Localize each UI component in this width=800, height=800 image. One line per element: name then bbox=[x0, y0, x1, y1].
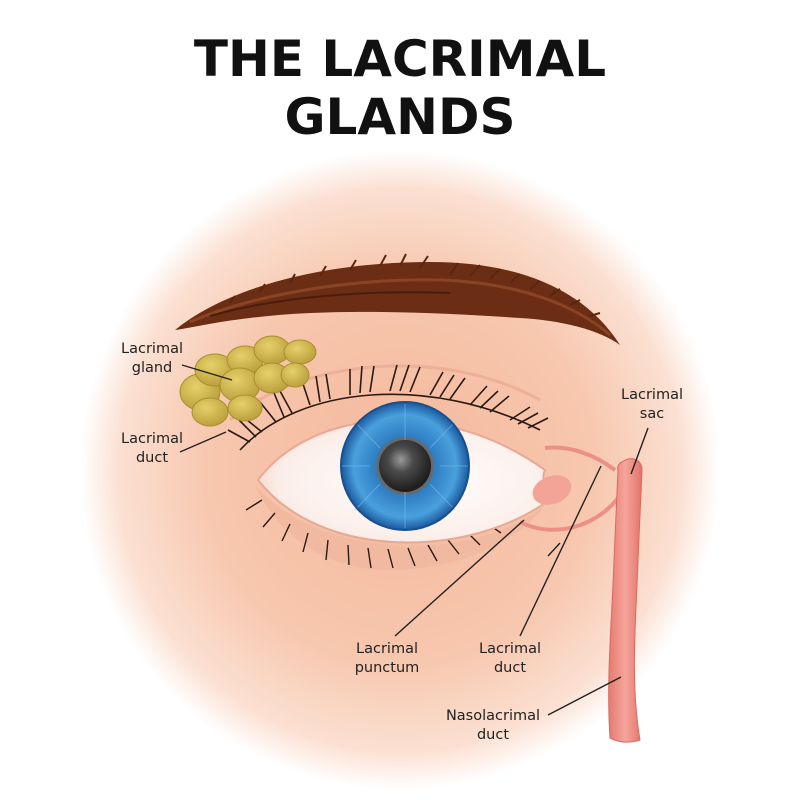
leader-nasolacrimal-duct bbox=[547, 676, 622, 716]
leader-lacrimal-duct-lower-a bbox=[519, 465, 602, 637]
upper-eyelashes bbox=[227, 364, 549, 451]
pupil bbox=[379, 440, 431, 492]
title-line-2: GLANDS bbox=[284, 88, 516, 146]
eyebrow bbox=[175, 253, 620, 345]
label-lacrimal-duct-lower: Lacrimal duct bbox=[479, 641, 541, 676]
label-lacrimal-punctum: Lacrimal punctum bbox=[354, 641, 420, 676]
upper-canaliculus bbox=[544, 445, 617, 472]
label-nasolacrimal-duct: Nasolacrimal duct bbox=[445, 708, 541, 743]
lacrimal-drainage bbox=[519, 445, 643, 743]
label-lacrimal-duct-upper: Lacrimal duct bbox=[121, 431, 183, 466]
caruncle bbox=[532, 475, 572, 505]
leader-lacrimal-punctum bbox=[394, 519, 525, 637]
iris-ring bbox=[340, 401, 470, 531]
lower-eyelashes bbox=[245, 499, 502, 569]
nasolacrimal-duct-tube bbox=[608, 458, 643, 743]
lower-canaliculus bbox=[519, 493, 622, 532]
leader-lacrimal-duct-lower-b bbox=[547, 542, 561, 557]
label-lacrimal-gland: Lacrimal gland bbox=[121, 341, 183, 376]
leader-lacrimal-sac bbox=[630, 427, 649, 475]
title-line-1: THE LACRIMAL bbox=[193, 30, 607, 88]
iris-fibers bbox=[342, 404, 468, 528]
lacrimal-gland bbox=[179, 335, 317, 427]
leader-lacrimal-duct-upper bbox=[179, 431, 227, 453]
leader-lines bbox=[179, 364, 649, 716]
label-lacrimal-sac: Lacrimal sac bbox=[621, 387, 683, 422]
leader-lacrimal-gland bbox=[181, 364, 233, 381]
diagram-title: THE LACRIMAL GLANDS bbox=[0, 30, 800, 146]
